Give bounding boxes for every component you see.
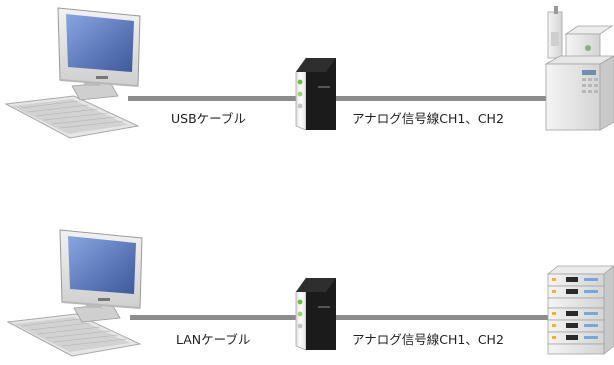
desktop-computer-icon — [4, 7, 141, 139]
usb-cable-line — [128, 96, 300, 101]
analog-signal-label: アナログ信号線CH1、CH2 — [352, 332, 504, 347]
interface-box-icon — [295, 56, 336, 131]
desktop-computer-icon — [6, 229, 143, 357]
row-lan — [6, 229, 614, 357]
lc-instrument-icon — [546, 265, 614, 355]
interface-box-icon — [295, 276, 336, 351]
lan-cable-line — [130, 315, 300, 320]
analog-signal-line — [334, 96, 550, 101]
usb-cable-label: USBケーブル — [171, 111, 246, 126]
analog-signal-label: アナログ信号線CH1、CH2 — [352, 111, 504, 126]
lan-cable-label: LANケーブル — [176, 332, 251, 347]
gc-instrument-icon — [544, 6, 614, 131]
analog-signal-line — [334, 315, 550, 320]
row-usb — [4, 6, 614, 139]
